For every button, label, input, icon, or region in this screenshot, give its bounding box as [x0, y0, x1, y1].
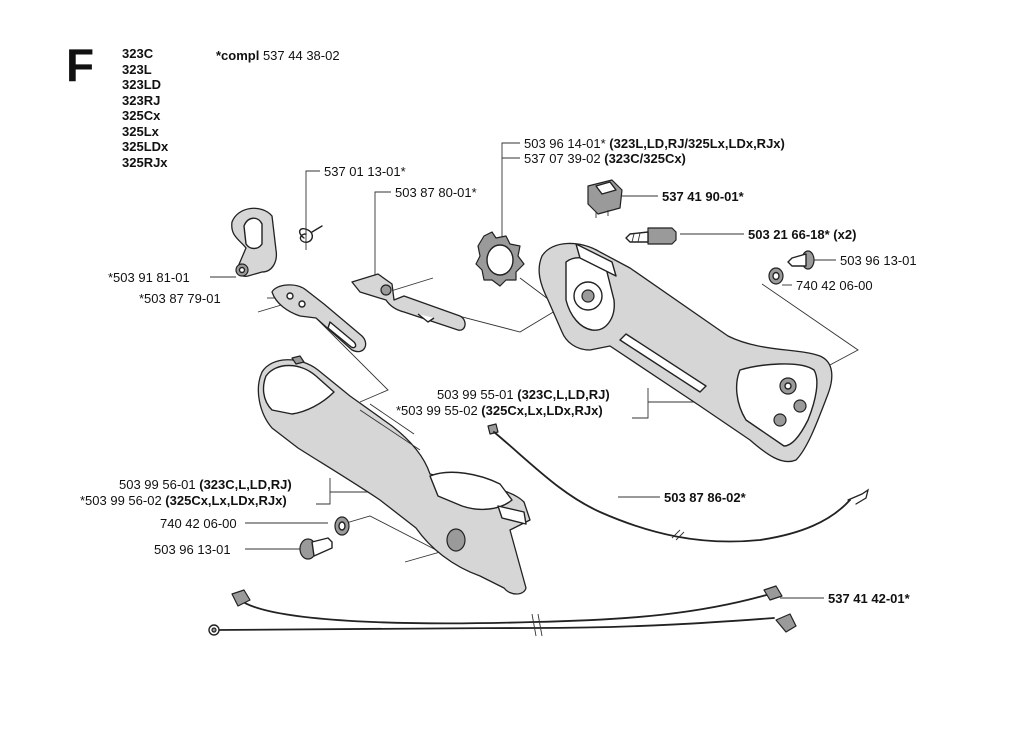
leader-503878001 — [374, 191, 391, 278]
label-537073902: 537 07 39-02 (323C/325Cx) — [524, 151, 686, 166]
throttle-lever-part — [271, 284, 367, 353]
label-503995602: *503 99 56-02 (325Cx,Lx,LDx,RJx) — [80, 493, 287, 508]
screw-left-part — [299, 537, 333, 560]
screw-part — [625, 227, 677, 245]
leader-bracket-lower — [335, 515, 442, 563]
handle-housing-lower-part — [257, 355, 531, 595]
leader-bracket-right — [761, 283, 859, 367]
label-537414201: 537 41 42-01* — [828, 591, 910, 606]
part-number: 537 07 39-02 — [524, 151, 605, 166]
part-number: 503 96 14-01* — [524, 136, 610, 151]
model-item: 323LD — [122, 77, 162, 92]
leader-537011301 — [305, 170, 320, 250]
compl-note: *compl 537 44 38-02 — [216, 48, 340, 63]
model-list: 323C 323L 323LD 323RJ 325Cx 325Lx 325LDx… — [122, 46, 168, 170]
screw-right-part — [787, 250, 815, 270]
washer-left-part — [334, 516, 350, 536]
washer-right-part — [768, 267, 784, 285]
leader-503961401 — [501, 142, 520, 238]
label-503918101: *503 91 81-01 — [108, 270, 190, 285]
part-number: 503 99 56-01 — [119, 477, 200, 492]
spring-part — [298, 225, 323, 243]
wire-harness-part — [208, 585, 797, 637]
model-range: (323L,LD,RJ/325Lx,LDx,RJx) — [609, 136, 785, 151]
label-503877901: *503 87 79-01 — [139, 291, 221, 306]
part-number: 503 99 55-01 — [437, 387, 518, 402]
label-503961301-right: 503 96 13-01 — [840, 253, 917, 268]
model-range: (325Cx,Lx,LDx,RJx) — [481, 403, 603, 418]
leader-bracket-55 — [632, 388, 649, 419]
compl-prefix: *compl — [216, 48, 260, 63]
compl-number: 537 44 38-02 — [259, 48, 340, 63]
label-503961401: 503 96 14-01* (323L,LD,RJ/325Lx,LDx,RJx) — [524, 136, 785, 151]
stop-switch-part — [587, 179, 623, 218]
model-range: (325Cx,Lx,LDx,RJx) — [165, 493, 287, 508]
throttle-cable-part — [487, 423, 870, 543]
label-537011301: 537 01 13-01* — [324, 164, 406, 179]
model-item: 325Lx — [122, 123, 159, 139]
label-503878001: 503 87 80-01* — [395, 185, 477, 200]
model-item: 323L — [122, 61, 152, 77]
part-number: *503 99 56-02 — [80, 493, 166, 508]
label-503961301-left: 503 96 13-01 — [154, 542, 231, 557]
leader-bracket-left — [257, 299, 389, 403]
label-503216618: 503 21 66-18* (x2) — [748, 227, 857, 242]
label-503995502: *503 99 55-02 (325Cx,Lx,LDx,RJx) — [396, 403, 603, 418]
leader-bracket-56 — [316, 478, 331, 505]
model-item: 323RJ — [122, 92, 161, 108]
model-item: 325LDx — [122, 139, 169, 154]
model-item: 325RJx — [122, 154, 168, 170]
label-537419001: 537 41 90-01* — [662, 189, 744, 204]
clamp-part — [231, 207, 278, 277]
label-503995501: 503 99 55-01 (323C,L,LD,RJ) — [437, 387, 610, 402]
model-range: (323C,L,LD,RJ) — [199, 477, 292, 492]
model-item: 323C — [122, 46, 154, 61]
label-740420600-right: 740 42 06-00 — [796, 278, 873, 293]
label-740420600-left: 740 42 06-00 — [160, 516, 237, 531]
lock-lever-part — [351, 273, 466, 331]
gear-ring-part — [475, 231, 525, 287]
handle-housing-half-part — [538, 242, 833, 463]
part-number: *503 99 55-02 — [396, 403, 482, 418]
section-letter: F — [66, 39, 95, 91]
label-503995601: 503 99 56-01 (323C,L,LD,RJ) — [119, 477, 292, 492]
model-range: (323C,L,LD,RJ) — [517, 387, 610, 402]
model-range: (323C/325Cx) — [604, 151, 686, 166]
model-item: 325Cx — [122, 108, 161, 123]
label-503878602: 503 87 86-02* — [664, 490, 746, 505]
